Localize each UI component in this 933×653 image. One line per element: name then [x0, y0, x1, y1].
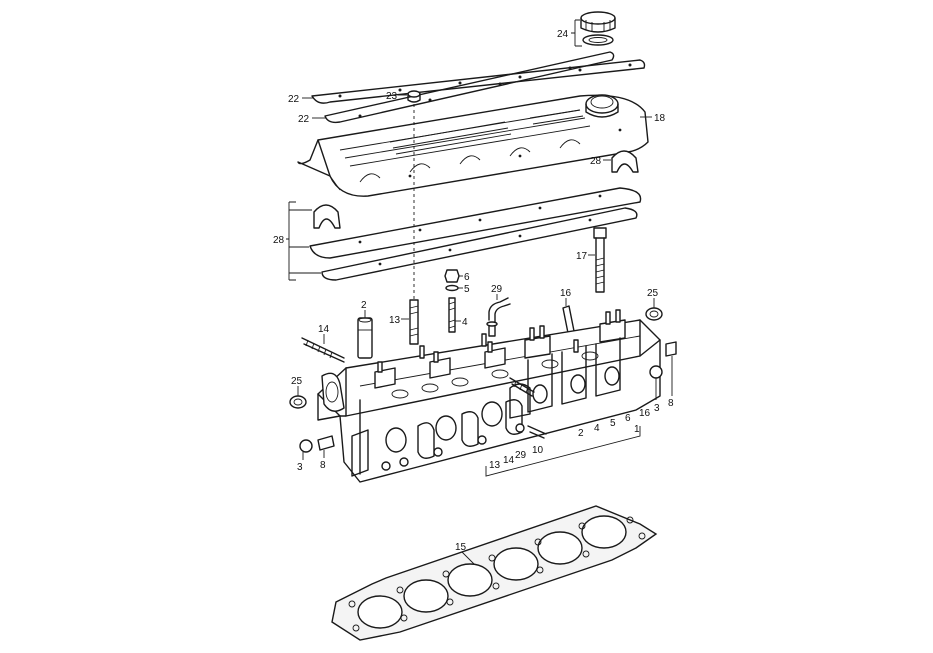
- callout-28-right: 28: [590, 156, 611, 167]
- svg-text:22: 22: [298, 114, 310, 125]
- svg-text:5: 5: [464, 284, 470, 295]
- plug-right: [649, 365, 663, 379]
- sleeve-left: [317, 435, 335, 451]
- svg-text:22: 22: [288, 94, 300, 105]
- cover-gasket-upper: [311, 59, 646, 104]
- svg-text:1: 1: [634, 424, 640, 435]
- callout-2-top: 2: [361, 300, 367, 318]
- svg-text:28: 28: [273, 235, 285, 246]
- callout-22-upper: 22: [288, 94, 314, 105]
- svg-text:14: 14: [503, 455, 515, 466]
- callout-6: 6: [459, 272, 470, 283]
- gasket-group-28: [309, 187, 642, 281]
- svg-text:28: 28: [590, 156, 602, 167]
- svg-text:24: 24: [557, 29, 569, 40]
- stud-13: [409, 299, 419, 345]
- svg-text:6: 6: [464, 272, 470, 283]
- sleeve: [357, 317, 373, 359]
- callout-16-top: 16: [560, 288, 572, 306]
- svg-text:16: 16: [639, 408, 651, 419]
- head-gasket: [331, 505, 658, 641]
- callout-22-lower: 22: [298, 114, 326, 125]
- cylinder-head: [317, 309, 661, 483]
- pipe: [486, 297, 511, 337]
- svg-text:29: 29: [515, 450, 527, 461]
- plug-left: [299, 439, 313, 453]
- svg-text:10: 10: [532, 445, 544, 456]
- callout-3-left: 3: [297, 452, 304, 473]
- callout-4: 4: [455, 317, 468, 328]
- svg-text:6: 6: [625, 413, 631, 424]
- svg-text:17: 17: [576, 251, 588, 262]
- stud-14-lower: [509, 377, 547, 439]
- callout-25-left: 25: [291, 376, 303, 396]
- head-bolt: [593, 227, 607, 293]
- svg-text:16: 16: [560, 288, 572, 299]
- svg-text:4: 4: [594, 423, 600, 434]
- svg-text:3: 3: [654, 403, 660, 414]
- callout-18: 18: [640, 113, 666, 124]
- stud-14: [301, 337, 345, 363]
- svg-text:8: 8: [668, 398, 674, 409]
- svg-text:13: 13: [489, 460, 501, 471]
- callout-24: 24: [557, 19, 582, 47]
- callout-29-top: 29: [491, 284, 503, 300]
- valve-cover: [297, 94, 649, 197]
- stud: [448, 297, 456, 333]
- svg-text:18: 18: [654, 113, 666, 124]
- svg-text:2: 2: [361, 300, 367, 311]
- nut: [444, 269, 460, 283]
- svg-text:14: 14: [318, 324, 330, 335]
- svg-text:2: 2: [578, 428, 584, 439]
- svg-text:13: 13: [389, 315, 401, 326]
- half-moon-seal-right: [611, 150, 639, 173]
- svg-text:4: 4: [462, 317, 468, 328]
- svg-text:5: 5: [610, 418, 616, 429]
- cover-gasket-lower: [324, 51, 615, 124]
- svg-text:25: 25: [291, 376, 303, 387]
- svg-text:15: 15: [455, 542, 467, 553]
- callout-17: 17: [576, 251, 595, 262]
- seal-right: [645, 307, 663, 321]
- callout-13: 13: [389, 315, 409, 326]
- callout-5: 5: [458, 284, 470, 295]
- callout-8-left: 8: [320, 450, 326, 471]
- washer: [445, 284, 459, 292]
- callout-28-left: 28: [273, 201, 321, 281]
- callout-14-top: 14: [318, 324, 330, 344]
- svg-text:29: 29: [491, 284, 503, 295]
- callout-group-right: 2 4 5 6 16 3 8 1 13 14 29 10: [485, 356, 674, 477]
- oil-filler-cap: [580, 11, 616, 46]
- cap-nut: [407, 90, 421, 103]
- svg-text:25: 25: [647, 288, 659, 299]
- svg-text:3: 3: [297, 462, 303, 473]
- callout-15: 15: [455, 542, 475, 565]
- callout-25-right: 25: [647, 288, 659, 308]
- callout-23: 23: [386, 91, 407, 102]
- seal-left: [289, 395, 307, 409]
- sleeve-right: [665, 341, 677, 357]
- svg-text:23: 23: [386, 91, 398, 102]
- svg-text:8: 8: [320, 460, 326, 471]
